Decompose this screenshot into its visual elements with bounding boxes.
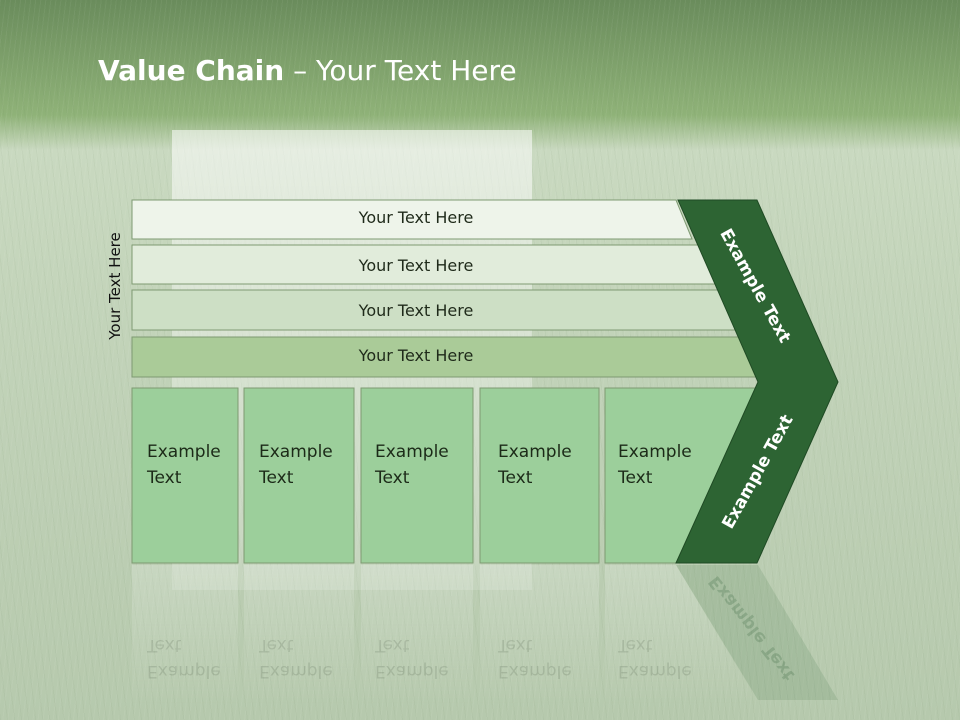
slide-title: Value Chain – Your Text Here: [98, 54, 517, 87]
cell-5-label: Example Text: [618, 442, 692, 488]
cell-2-reflection-label: Example Text: [259, 635, 333, 681]
bar-3-label: Your Text Here: [358, 301, 474, 320]
cell-4-label: Example Text: [498, 442, 572, 488]
cell-reflection-2: [244, 565, 354, 705]
cell-reflection-1: [132, 565, 238, 705]
bar-4-label: Your Text Here: [358, 346, 474, 365]
title-rest: – Your Text Here: [284, 54, 517, 87]
cell-2-label: Example Text: [259, 442, 333, 488]
bar-1[interactable]: [131, 199, 693, 240]
cell-2[interactable]: [243, 387, 355, 564]
cell-reflection-4: [480, 565, 599, 705]
bar-1-label: Your Text Here: [358, 208, 474, 227]
chevron-reflection: [676, 565, 838, 700]
cell-1[interactable]: [131, 387, 239, 564]
cell-reflection-3: [361, 565, 473, 705]
cell-3[interactable]: [360, 387, 474, 564]
cell-4-reflection-label: Example Text: [498, 635, 572, 681]
cell-1-reflection-label: Example Text: [147, 635, 221, 681]
cell-reflection-5: [605, 565, 760, 705]
cell-4[interactable]: [479, 387, 600, 564]
cell-3-label: Example Text: [375, 442, 449, 488]
cell-3-reflection-label: Example Text: [375, 635, 449, 681]
cell-5-reflection-label: Example Text: [618, 635, 692, 681]
cell-1-label: Example Text: [147, 442, 221, 488]
bar-2-label: Your Text Here: [358, 256, 474, 275]
chevron-shape[interactable]: [675, 199, 839, 564]
reflection-group: [132, 565, 838, 705]
title-bold: Value Chain: [98, 54, 285, 87]
